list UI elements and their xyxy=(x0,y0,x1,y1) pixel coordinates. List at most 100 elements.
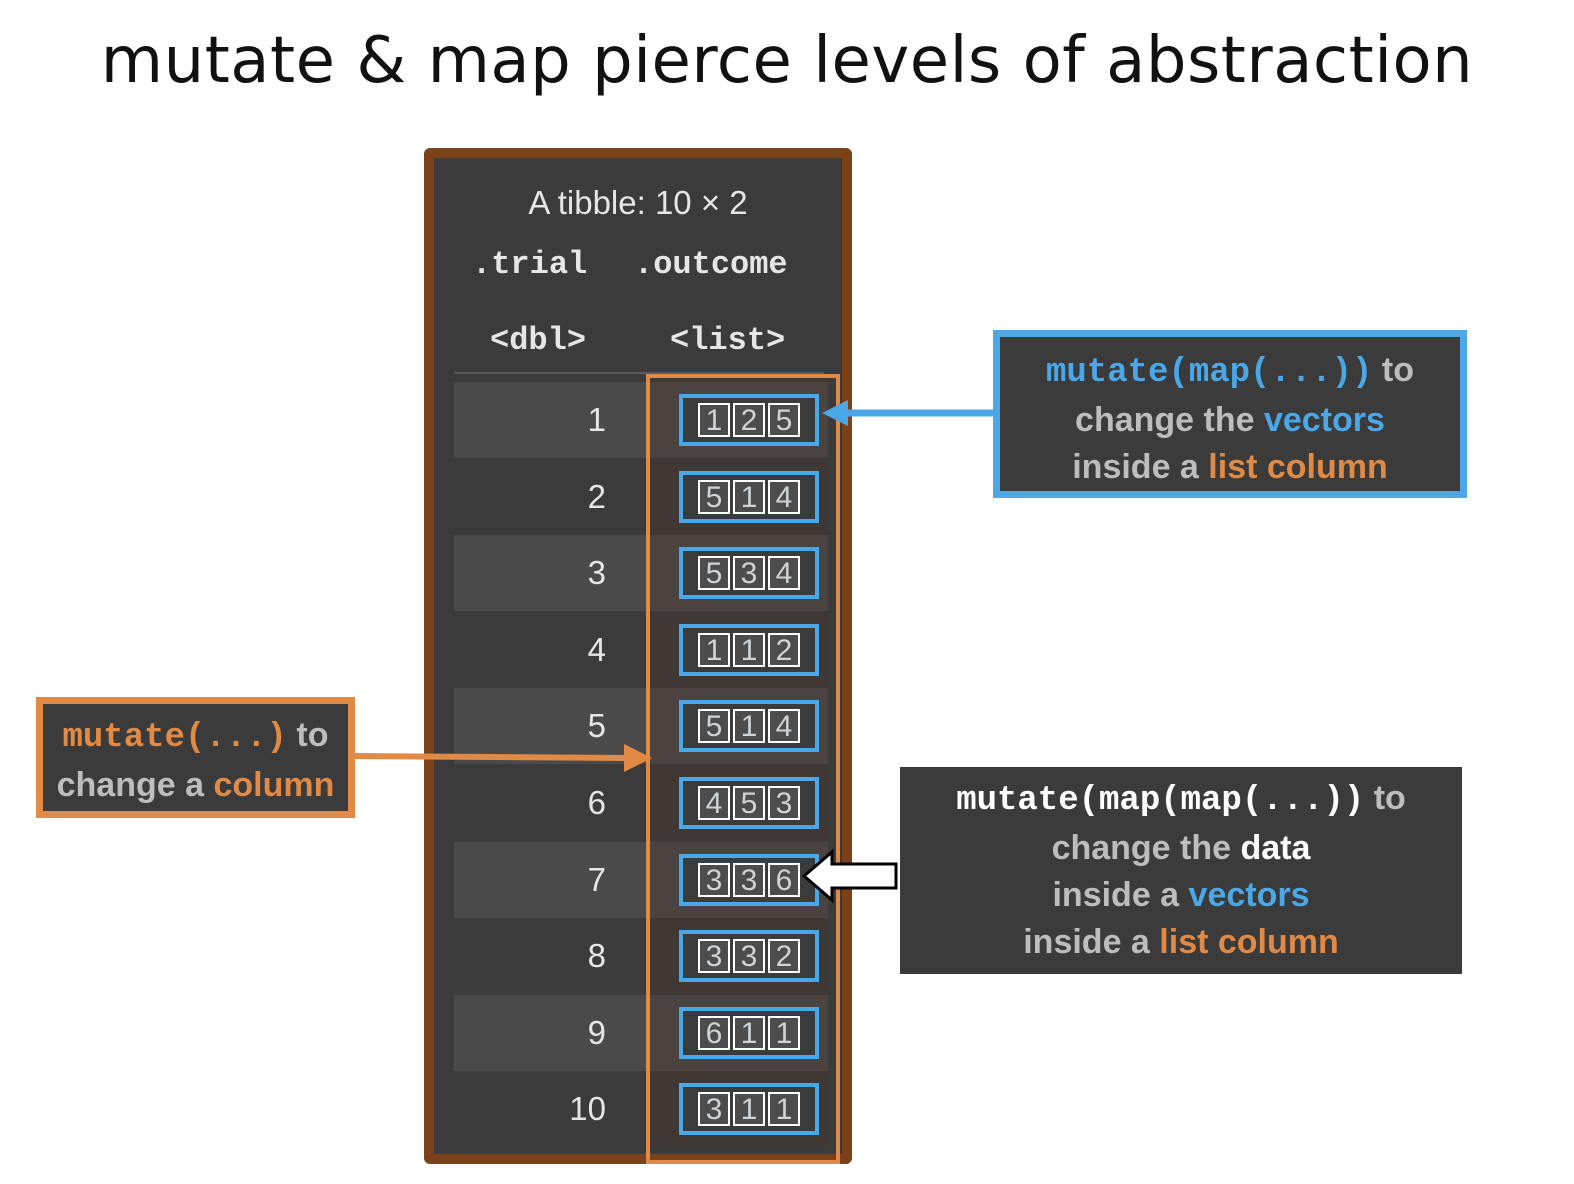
callout-text: change a xyxy=(56,766,214,804)
vector-element: 3 xyxy=(768,786,800,820)
callout-mutate-column: mutate(...) to change a column xyxy=(36,697,355,818)
vector-element: 5 xyxy=(768,403,800,437)
vector-element: 3 xyxy=(733,939,765,974)
callout-line-1: mutate(...) to xyxy=(43,712,348,762)
vector-element: 3 xyxy=(733,862,765,897)
vector-element: 5 xyxy=(698,709,730,744)
code-mutate-map: mutate(map(...)) xyxy=(1046,354,1373,392)
callout-line-1: mutate(map(map(...)) to xyxy=(900,775,1462,825)
trial-value: 10 xyxy=(569,1090,606,1128)
callout-line-2: change a column xyxy=(43,762,348,809)
callout-line-2: change the data xyxy=(900,825,1462,872)
callout-to: to xyxy=(286,716,329,754)
blue-arrow-head xyxy=(822,400,848,426)
column-header-outcome: .outcome xyxy=(634,246,788,283)
vector-element: 2 xyxy=(768,939,800,974)
trial-value: 4 xyxy=(587,630,606,668)
vector-element: 4 xyxy=(768,556,800,591)
vector-element: 1 xyxy=(733,479,765,514)
trial-value: 6 xyxy=(587,784,606,821)
vector-element: 3 xyxy=(698,1092,730,1127)
orange-arrow-head xyxy=(624,744,652,772)
vector-element: 5 xyxy=(698,479,730,514)
callout-text: inside a xyxy=(1072,448,1209,486)
callout-emphasis: data xyxy=(1240,829,1311,867)
callout-emphasis: list column xyxy=(1159,923,1339,961)
trial-value: 5 xyxy=(587,707,606,745)
vector-element: 1 xyxy=(733,709,765,744)
tibble-caption: A tibble: 10 × 2 xyxy=(528,184,748,221)
vector-element: 4 xyxy=(698,786,730,820)
callout-line-4: inside a list column xyxy=(900,919,1462,966)
tibble-panel: A tibble: 10 × 2 .trial .outcome <dbl> <… xyxy=(424,148,852,1164)
vector-element: 4 xyxy=(768,709,800,744)
vector-element: 4 xyxy=(768,479,800,514)
row-trial-bg xyxy=(454,688,648,765)
header-separator xyxy=(454,372,824,374)
vector-element: 5 xyxy=(733,786,765,820)
code-mutate-map-map: mutate(map(map(...)) xyxy=(956,782,1365,820)
vector-element: 5 xyxy=(698,556,730,591)
trial-value: 2 xyxy=(587,477,606,515)
trial-value: 9 xyxy=(587,1013,606,1051)
row-trial-bg xyxy=(454,841,648,918)
row-trial-bg xyxy=(454,535,648,612)
column-type-outcome: <list> xyxy=(670,322,786,359)
callout-emphasis: column xyxy=(213,766,335,804)
vector-element: 1 xyxy=(698,403,730,437)
trial-value: 7 xyxy=(587,860,606,898)
callout-to: to xyxy=(1364,779,1406,817)
callout-emphasis: list column xyxy=(1208,448,1388,486)
trial-value: 1 xyxy=(587,401,606,438)
callout-emphasis: vectors xyxy=(1263,401,1385,439)
trial-value: 3 xyxy=(587,554,606,592)
orange-arrow-shaft xyxy=(353,753,629,761)
callout-map-vectors: mutate(map(...)) to change the vectors i… xyxy=(993,330,1467,498)
slide-title: mutate & map pierce levels of abstractio… xyxy=(100,24,1474,98)
callout-to: to xyxy=(1372,351,1414,389)
callout-text: change the xyxy=(1051,829,1241,867)
callout-line-1: mutate(map(...)) to xyxy=(1000,347,1460,397)
vector-element: 6 xyxy=(698,1015,730,1050)
callout-text: inside a xyxy=(1052,876,1189,914)
vector-element: 3 xyxy=(733,556,765,591)
callout-text: inside a xyxy=(1023,923,1160,961)
callout-text: change the xyxy=(1075,401,1264,439)
vector-element: 3 xyxy=(698,939,730,974)
vector-element: 3 xyxy=(698,862,730,897)
callout-line-2: change the vectors xyxy=(1000,397,1460,444)
callout-line-3: inside a vectors xyxy=(900,872,1462,919)
trial-value: 8 xyxy=(587,937,606,975)
callout-line-3: inside a list column xyxy=(1000,444,1460,491)
vector-element: 6 xyxy=(768,862,800,897)
code-mutate: mutate(...) xyxy=(62,719,287,757)
callout-emphasis: vectors xyxy=(1188,876,1310,914)
vector-element: 1 xyxy=(733,632,765,667)
list-column-highlight xyxy=(646,374,840,1164)
vector-element: 2 xyxy=(733,403,765,437)
vector-element: 2 xyxy=(768,632,800,667)
callout-map-map-data: mutate(map(map(...)) to change the data … xyxy=(900,767,1462,974)
vector-element: 1 xyxy=(698,632,730,667)
white-arrow xyxy=(801,848,898,904)
vector-element: 1 xyxy=(733,1092,765,1127)
vector-element: 1 xyxy=(768,1015,800,1050)
